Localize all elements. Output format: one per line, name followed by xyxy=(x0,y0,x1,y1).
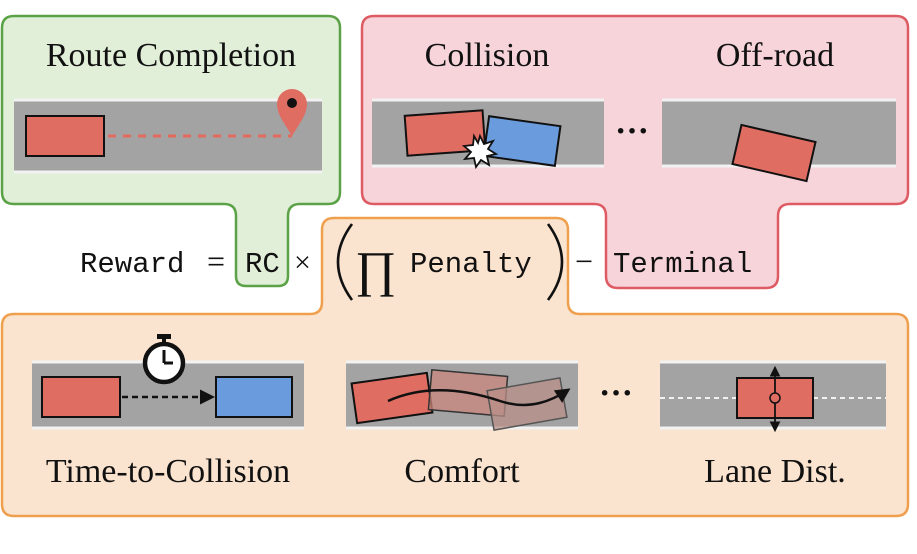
ego-car-icon xyxy=(731,123,817,183)
lane-dist-label: Lane Dist. xyxy=(704,453,846,490)
penalty-panel: ··· Time-to-Collision Comfort Lane Dist. xyxy=(0,216,910,518)
formula-terminal: Terminal xyxy=(613,248,752,281)
penalty-ellipsis: ··· xyxy=(599,375,633,412)
ttc-label: Time-to-Collision xyxy=(46,453,290,490)
ego-car-icon xyxy=(403,109,487,157)
reward-formula: Reward = RC × ∏ Penalty − Terminal xyxy=(80,223,752,301)
comfort-label: Comfort xyxy=(404,453,520,490)
terminal-ellipsis: ··· xyxy=(615,113,649,150)
other-car-icon xyxy=(482,115,562,167)
formula-product: ∏ xyxy=(355,241,396,297)
formula-reward: Reward xyxy=(80,248,184,281)
crash-burst-icon xyxy=(461,133,499,170)
terminal-panel: Collision Off-road ··· xyxy=(360,14,910,290)
offroad-title: Off-road xyxy=(716,37,834,74)
formula-minus: − xyxy=(575,243,593,279)
curved-path-arrow-icon xyxy=(387,388,571,407)
collision-title: Collision xyxy=(425,37,550,74)
terminal-box xyxy=(360,14,910,290)
formula-penalty: Penalty xyxy=(410,248,532,281)
formula-times: × xyxy=(294,246,311,279)
ego-car-icon xyxy=(41,376,121,418)
lateral-offset-arrow-icon xyxy=(769,365,781,433)
route-completion-title: Route Completion xyxy=(46,37,296,74)
stopwatch-icon xyxy=(142,334,186,385)
destination-pin-icon xyxy=(277,89,307,136)
formula-equals: = xyxy=(207,243,225,279)
other-car-icon xyxy=(215,376,293,418)
left-paren-icon xyxy=(336,223,354,301)
ego-car-icon xyxy=(25,115,105,157)
right-paren-icon xyxy=(546,223,564,301)
formula-rc: RC xyxy=(245,248,280,281)
route-completion-panel: Route Completion xyxy=(0,14,342,288)
